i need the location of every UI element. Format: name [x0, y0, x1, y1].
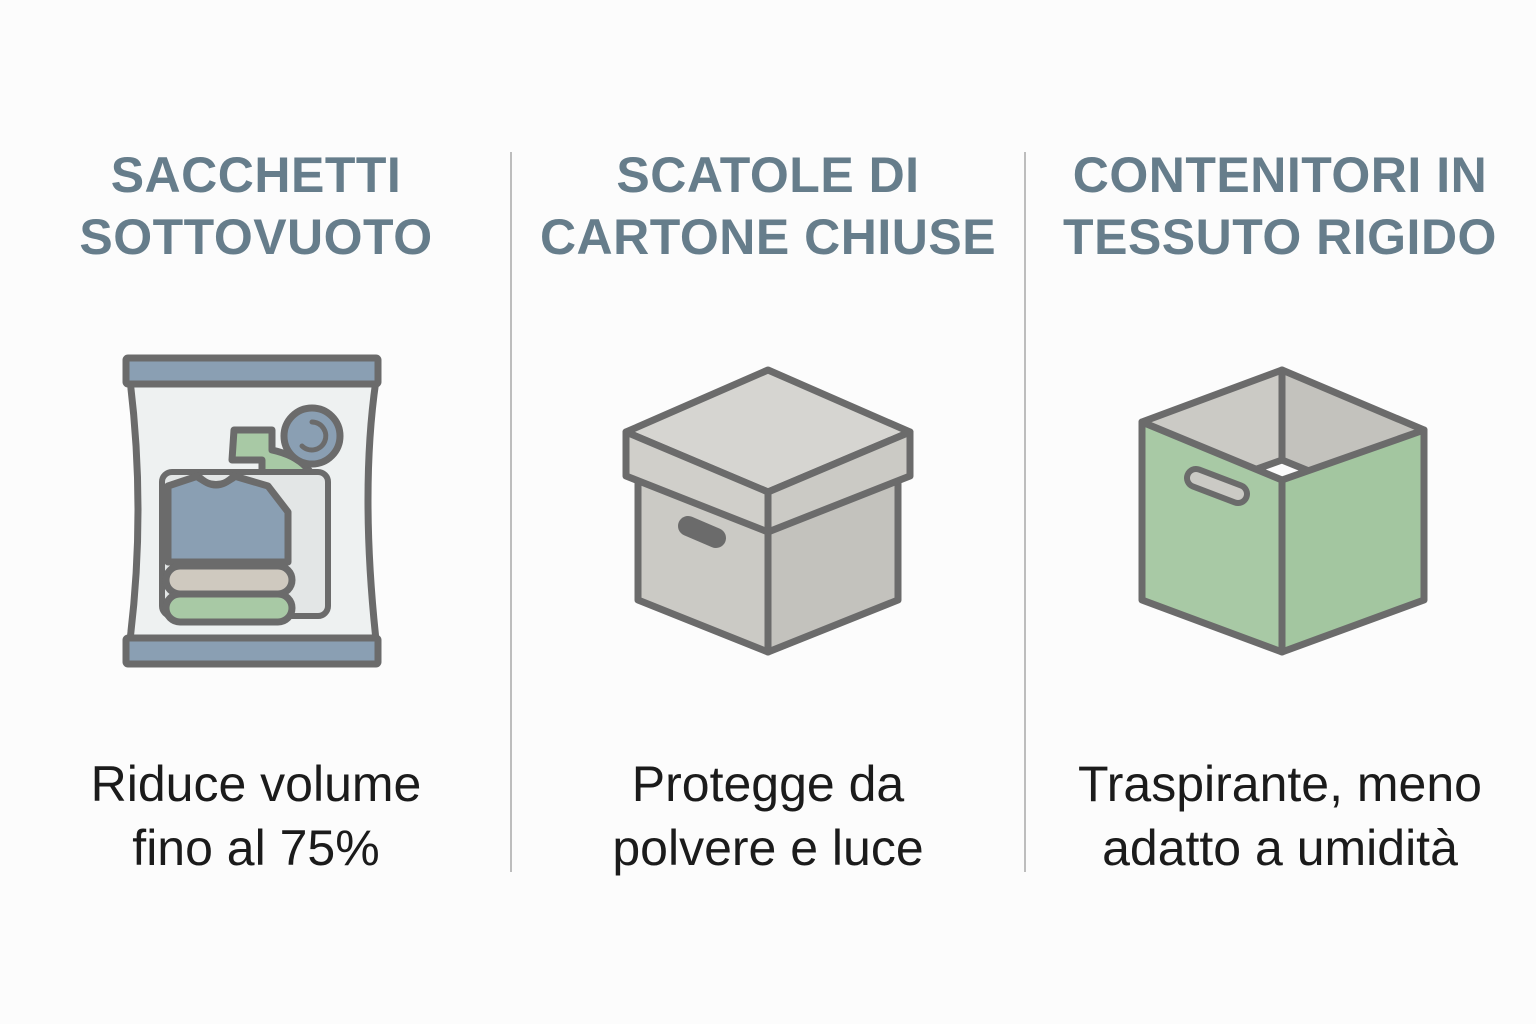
description-line: adatto a umidità [1102, 820, 1458, 876]
title-line: CONTENITORI IN [1072, 147, 1488, 203]
vacuum-bag-icon [76, 340, 436, 680]
description-line: Traspirante, meno [1078, 756, 1482, 812]
closed-box-icon [588, 340, 948, 680]
column-description: Traspirante, meno adatto a umidità [1024, 752, 1536, 880]
column-title: SACCHETTI SOTTOVUOTO [0, 144, 512, 268]
column-divider [510, 152, 512, 872]
description-line: fino al 75% [132, 820, 380, 876]
column-cardboard-boxes: SCATOLE DI CARTONE CHIUSE Protegge da po [512, 0, 1024, 1024]
column-description: Protegge da polvere e luce [512, 752, 1024, 880]
column-fabric-containers: CONTENITORI IN TESSUTO RIGIDO Traspirant… [1024, 0, 1536, 1024]
title-line: SACCHETTI [110, 147, 402, 203]
title-line: TESSUTO RIGIDO [1063, 209, 1497, 265]
title-line: SOTTOVUOTO [79, 209, 433, 265]
open-fabric-box-icon [1100, 340, 1460, 680]
column-divider [1024, 152, 1026, 872]
column-title: SCATOLE DI CARTONE CHIUSE [512, 144, 1024, 268]
column-vacuum-bags: SACCHETTI SOTTOVUOTO [0, 0, 512, 1024]
column-description: Riduce volume fino al 75% [0, 752, 512, 880]
description-line: Riduce volume [90, 756, 422, 812]
description-line: polvere e luce [612, 820, 924, 876]
title-line: SCATOLE DI [616, 147, 920, 203]
column-title: CONTENITORI IN TESSUTO RIGIDO [1024, 144, 1536, 268]
description-line: Protegge da [631, 756, 905, 812]
title-line: CARTONE CHIUSE [539, 209, 997, 265]
